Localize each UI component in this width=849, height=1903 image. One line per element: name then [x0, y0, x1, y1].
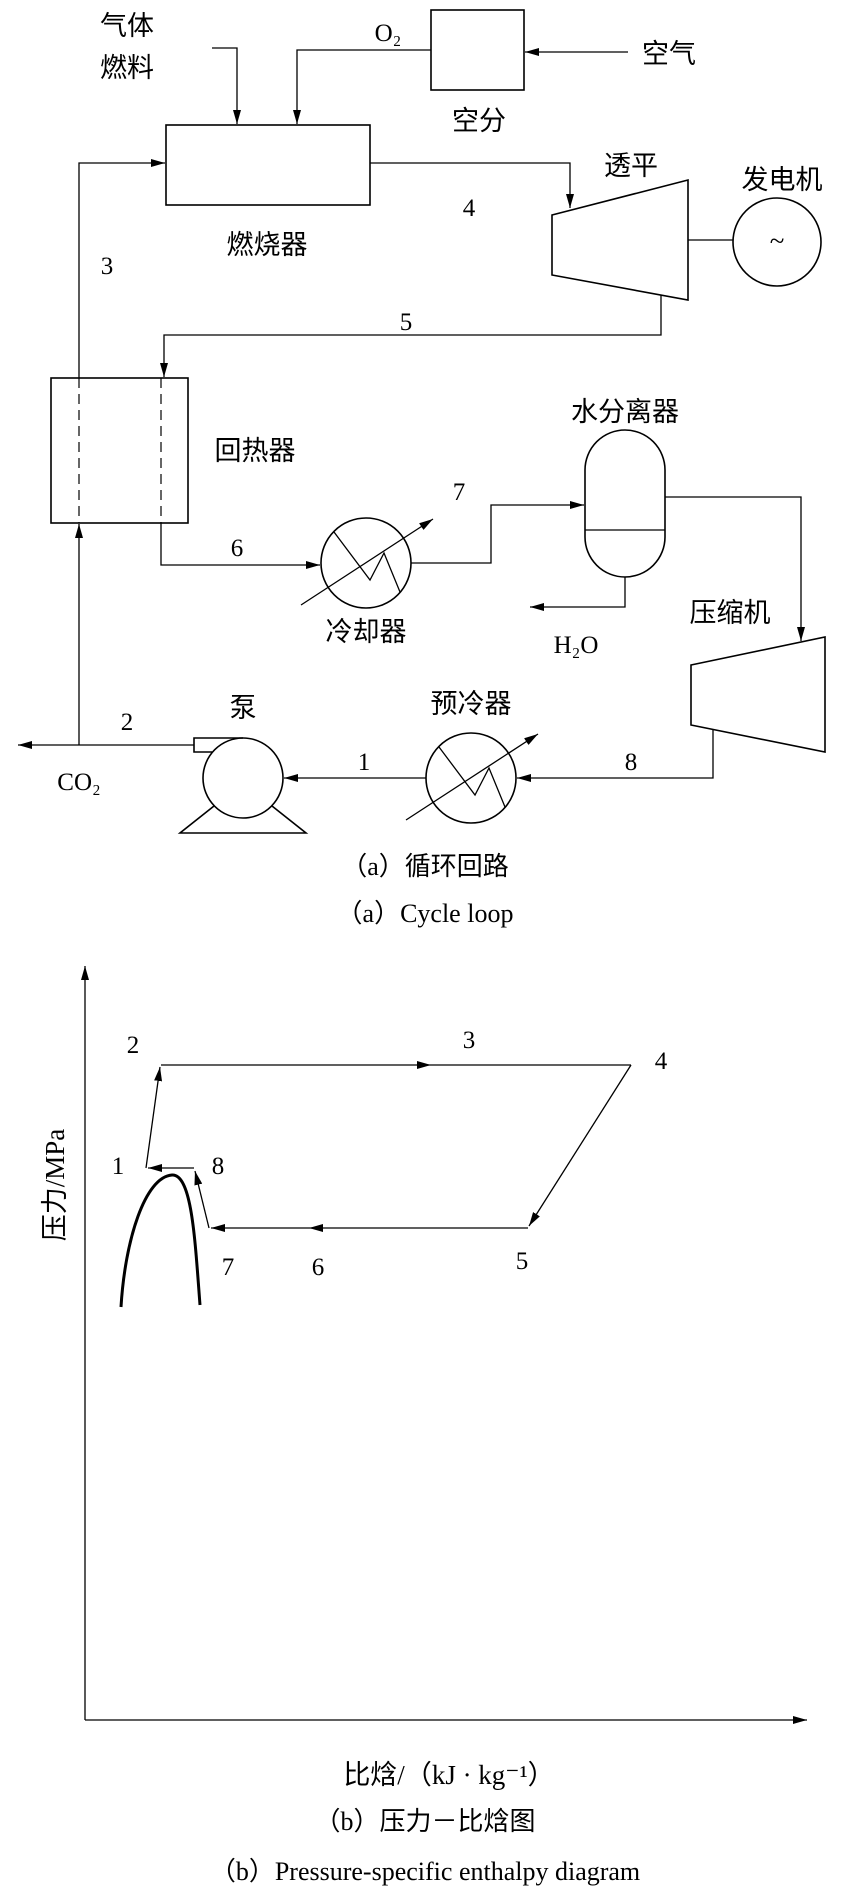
water-separator-vessel [584, 429, 666, 578]
pressure-enthalpy-diagram: 2 3 4 1 8 5 6 7 压力/MPa 比焓/（kJ · kg⁻¹） （b… [40, 966, 807, 1886]
caption-a-zh: （a）循环回路 [341, 852, 509, 881]
state-point-1-label: 1 [112, 1153, 125, 1180]
stream-6-line [160, 523, 320, 569]
oxygen-line [293, 49, 431, 124]
separator-to-compressor-line [665, 496, 805, 641]
recuperator-label: 回热器 [215, 436, 296, 466]
oxygen-stream-label: O₂ [375, 20, 402, 47]
y-axis-label: 压力/MPa [40, 1129, 70, 1242]
process-4-5-line [528, 1064, 632, 1227]
water-stream-label: H₂O [554, 632, 599, 659]
fuel-feed-line [212, 47, 241, 124]
stream-4-label: 4 [463, 195, 476, 222]
recuperator-box [50, 377, 189, 524]
stream-3-line [78, 159, 165, 378]
state-point-5-label: 5 [516, 1248, 529, 1275]
caption-b-en: （b）Pressure-specific enthalpy diagram [210, 1857, 640, 1886]
state-point-2-label: 2 [127, 1032, 140, 1059]
stream-7-label: 7 [453, 479, 466, 506]
compressor-label: 压缩机 [690, 598, 771, 628]
generator-symbol: ~ [770, 226, 785, 256]
pump-base [177, 805, 309, 834]
precooler-arrow-icon [405, 733, 539, 821]
precooler-coil [438, 746, 506, 808]
process-7-8-line [194, 1170, 210, 1229]
stream-1-label: 1 [358, 749, 371, 776]
generator-label: 发电机 [742, 165, 823, 195]
state-point-3-label: 3 [463, 1027, 476, 1054]
fuel-label-line2: 燃料 [100, 53, 154, 83]
burner-label: 燃烧器 [227, 230, 308, 260]
pump-circle [202, 737, 284, 819]
stream-3-label: 3 [101, 253, 114, 280]
air-separation-label: 空分 [452, 106, 506, 136]
stream-4-line [370, 162, 574, 208]
turbine-label: 透平 [604, 151, 658, 181]
cooler-coil [333, 531, 401, 593]
state-point-8-label: 8 [212, 1153, 225, 1180]
water-separator-label: 水分离器 [571, 397, 679, 427]
caption-b-zh: （b）压力－比焓图 [314, 1807, 535, 1836]
compressor-shape [690, 636, 826, 753]
process-1-2-line [145, 1066, 163, 1169]
stream-5-line [160, 295, 662, 377]
air-separation-unit-box [430, 9, 525, 91]
stream-8-label: 8 [625, 749, 638, 776]
stream-8-line [517, 729, 714, 782]
caption-a-en: （a）Cycle loop [337, 899, 514, 928]
pump-label: 泵 [230, 693, 257, 723]
state-point-7-label: 7 [222, 1254, 235, 1281]
cycle-loop-diagram: 气体 燃料 空分 空气 O₂ 燃烧器 3 4 透平 ~ 发电机 5 回热器 [18, 9, 826, 928]
cooler-arrow-icon [300, 518, 434, 606]
air-label: 空气 [642, 39, 696, 69]
stream-5-label: 5 [400, 309, 413, 336]
fuel-label-line1: 气体 [100, 11, 154, 41]
co2-stream-label: CO₂ [57, 769, 100, 796]
generator-circle [732, 197, 822, 287]
stream-7-line [411, 501, 584, 564]
burner-box [165, 124, 371, 206]
saturation-dome [119, 1173, 202, 1308]
state-point-6-label: 6 [312, 1254, 325, 1281]
stream-6-label: 6 [231, 535, 244, 562]
stream-2-label: 2 [121, 709, 134, 736]
cooler-label: 冷却器 [326, 617, 407, 647]
precooler-label: 预冷器 [431, 689, 512, 719]
water-drain-line [530, 577, 626, 611]
x-axis-label: 比焓/（kJ · kg⁻¹） [343, 1760, 554, 1790]
turbine-shape [551, 178, 689, 301]
state-point-4-label: 4 [655, 1048, 668, 1075]
